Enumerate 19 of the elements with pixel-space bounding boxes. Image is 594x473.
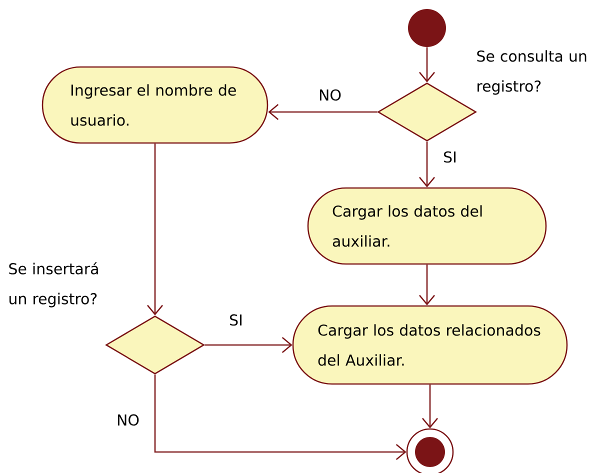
edge-label: SI xyxy=(228,313,244,327)
arrow xyxy=(204,337,292,353)
action-box: Cargar los datos relacionados del Auxiliar. xyxy=(292,305,568,385)
action-box: Cargar los datos del auxiliar. xyxy=(307,187,547,265)
edge-label: NO xyxy=(318,88,343,102)
arrow xyxy=(147,144,163,316)
arrow xyxy=(419,47,435,82)
start-node xyxy=(408,9,446,47)
arrow xyxy=(419,142,435,188)
arrow xyxy=(422,384,438,428)
arrow xyxy=(154,374,406,460)
decision-label: Se consulta un registro? xyxy=(477,50,586,95)
arrow xyxy=(268,104,378,120)
decision-label: Se insertará un registro? xyxy=(9,262,98,308)
end-node xyxy=(406,428,454,473)
action-box: Ingresar el nombre de usuario. xyxy=(42,66,268,144)
arrow xyxy=(419,264,435,306)
edge-label: NO xyxy=(116,413,141,427)
edge-label: SI xyxy=(442,150,458,164)
